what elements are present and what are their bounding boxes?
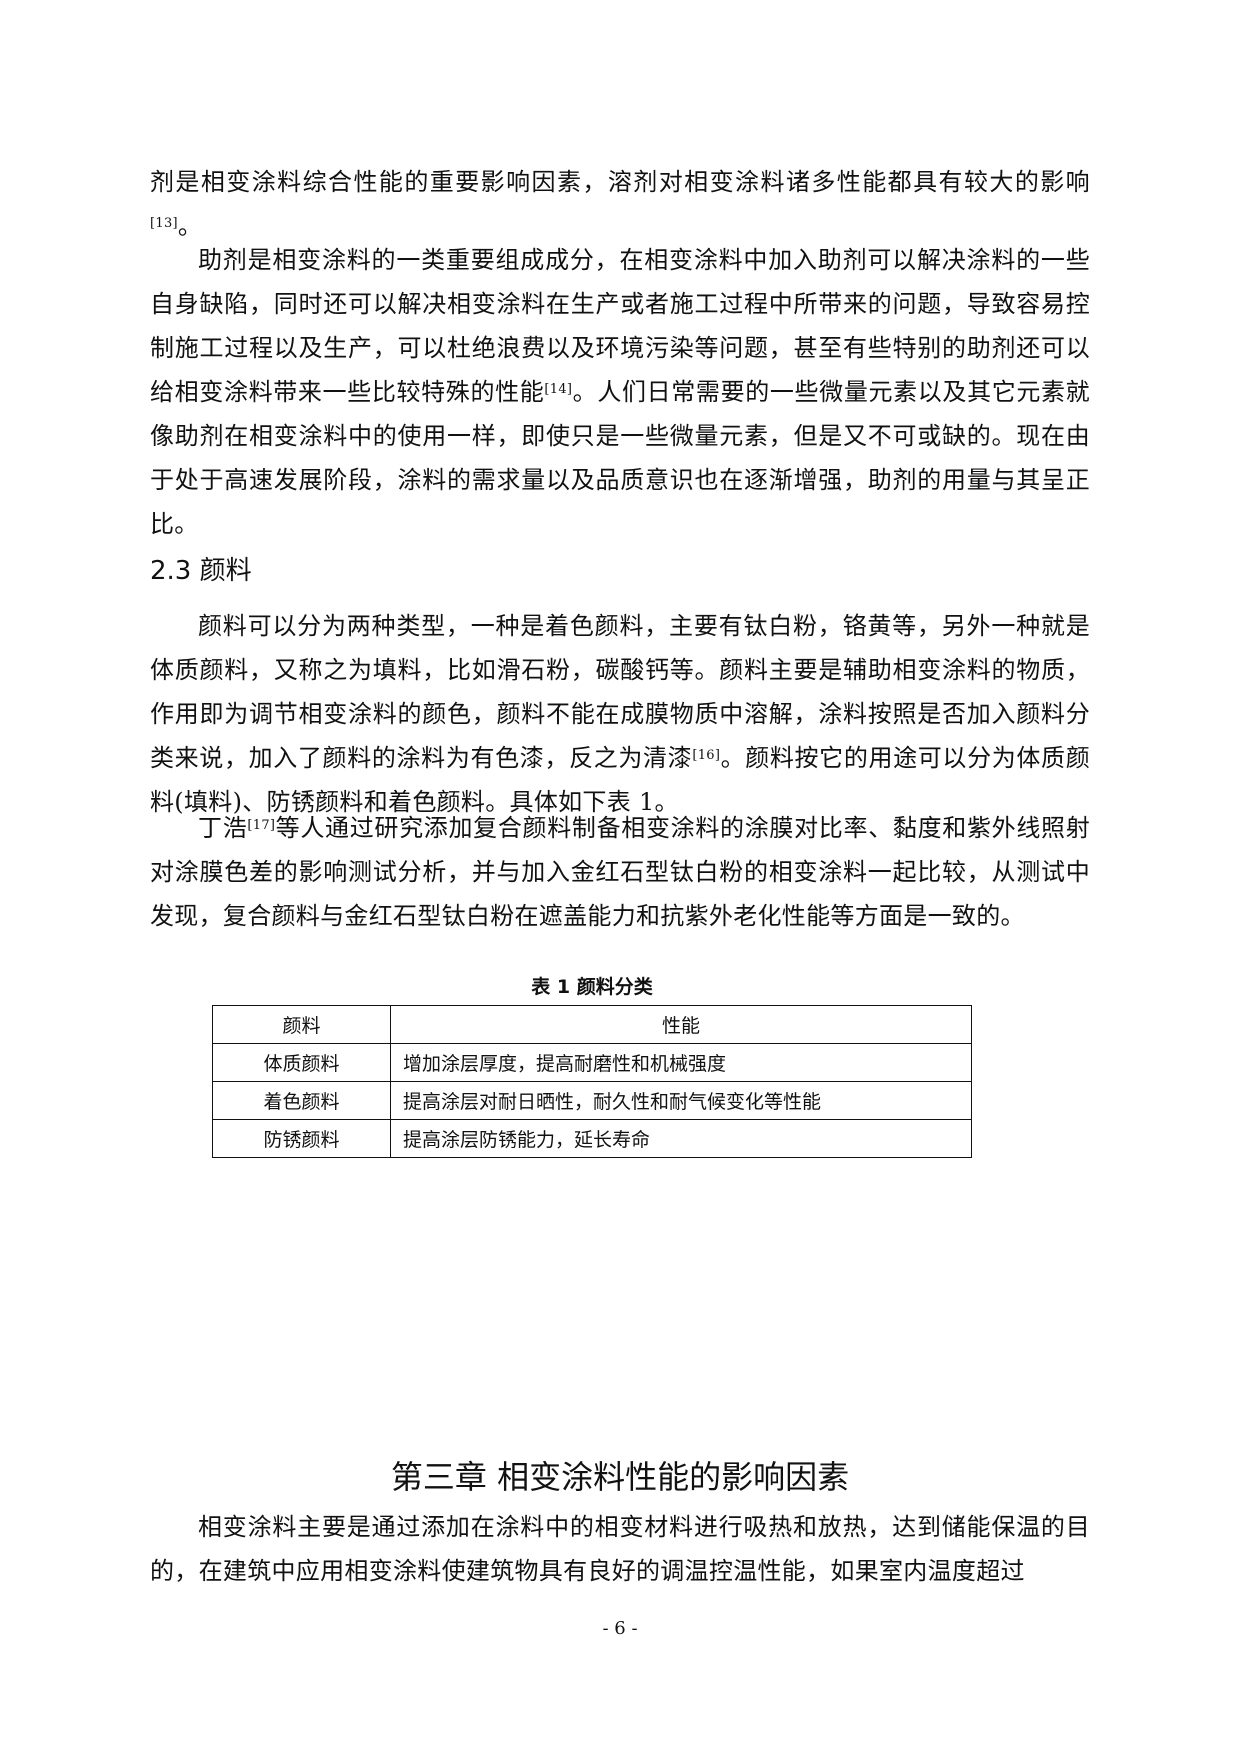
paragraph-dinghao: 丁浩[17]等人通过研究添加复合颜料制备相变涂料的涂膜对比率、黏度和紫外线照射对…	[150, 814, 1090, 930]
table-row: 体质颜料 增加涂层厚度，提高耐磨性和机械强度	[212, 1043, 972, 1082]
table-row: 防锈颜料 提高涂层防锈能力，延长寿命	[212, 1119, 972, 1158]
citation-13: [13]	[150, 216, 178, 231]
page-number: - 6 -	[602, 1618, 638, 1639]
table-cell: 增加涂层厚度，提高耐磨性和机械强度	[390, 1043, 972, 1082]
paragraph-chapter-intro: 相变涂料主要是通过添加在涂料中的相变材料进行吸热和放热，达到储能保温的目的，在建…	[150, 1513, 1090, 1585]
citation-14: [14]	[544, 382, 573, 397]
table-cell: 提高涂层防锈能力，延长寿命	[390, 1119, 972, 1158]
table-cell: 提高涂层对耐日晒性，耐久性和耐气候变化等性能	[390, 1081, 972, 1120]
paragraph-additive: 助剂是相变涂料的一类重要组成成分，在相变涂料中加入助剂可以解决涂料的一些自身缺陷…	[150, 246, 1090, 538]
table-header-row: 颜料 性能	[212, 1005, 972, 1044]
table-cell: 体质颜料	[212, 1043, 391, 1082]
paragraph-solvent: 剂是相变涂料综合性能的重要影响因素，溶剂对相变涂料诸多性能都具有较大的影响[13…	[150, 168, 1090, 240]
citation-16: [16]	[692, 748, 721, 763]
table-header-cell: 颜料	[212, 1005, 391, 1044]
paragraph-pigment: 颜料可以分为两种类型，一种是着色颜料，主要有钛白粉，铬黄等，另外一种就是体质颜料…	[150, 612, 1090, 816]
table-row: 着色颜料 提高涂层对耐日晒性，耐久性和耐气候变化等性能	[212, 1081, 972, 1120]
pigment-table: 颜料 性能 体质颜料 增加涂层厚度，提高耐磨性和机械强度 着色颜料 提高涂层对耐…	[212, 1005, 972, 1158]
chapter-title: 第三章 相变涂料性能的影响因素	[390, 1458, 850, 1496]
section-heading: 2.3 颜料	[150, 556, 252, 586]
table-header-cell: 性能	[390, 1005, 972, 1044]
table-caption: 表 1 颜料分类	[531, 976, 653, 998]
table-cell: 着色颜料	[212, 1081, 391, 1120]
citation-17: [17]	[247, 818, 276, 833]
table-cell: 防锈颜料	[212, 1119, 391, 1158]
